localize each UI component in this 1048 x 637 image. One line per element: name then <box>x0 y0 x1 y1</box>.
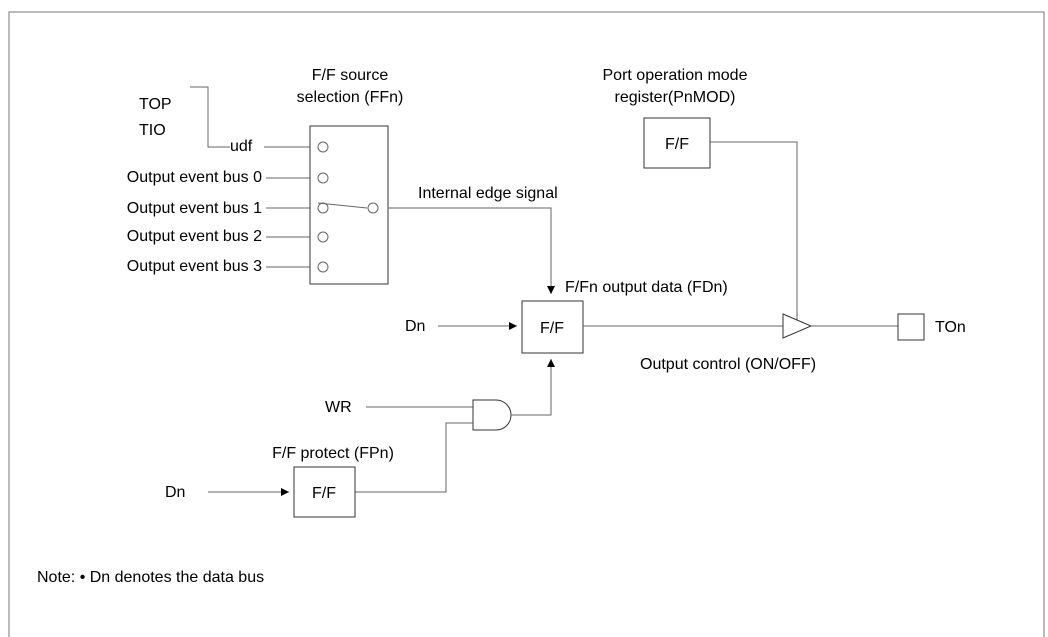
note-text: Note: • Dn denotes the data bus <box>37 569 264 586</box>
dn-protect-label: Dn <box>165 484 185 501</box>
udf-label: udf <box>230 138 253 155</box>
output-event-bus-2-label: Output event bus 2 <box>127 228 262 245</box>
wr-label: WR <box>325 399 352 416</box>
selector-terminal-bus-0 <box>317 172 329 184</box>
output-control-label: Output control (ON/OFF) <box>640 356 816 373</box>
top-label: TOP <box>139 96 172 113</box>
ton-pin <box>897 313 925 341</box>
selector-terminal-bus-2 <box>317 231 329 243</box>
port-mode-title-line2: register(PnMOD) <box>615 89 736 106</box>
port-mode-control-line <box>710 141 798 326</box>
ff-source-selector-box <box>309 125 389 285</box>
selector-terminal-bus-3 <box>317 261 329 273</box>
port-mode-ff-block <box>643 117 711 169</box>
dn-main-label: Dn <box>405 318 425 335</box>
ff-protect-label: F/F protect (FPn) <box>272 445 394 462</box>
output-event-bus-0-label: Output event bus 0 <box>127 169 262 186</box>
protect-ff-label: F/F <box>312 485 336 502</box>
selector-terminal-bus-1 <box>317 202 329 214</box>
main-ff-label: F/F <box>540 320 564 337</box>
ton-label: TOn <box>935 319 966 336</box>
protect-ff-block <box>293 466 356 518</box>
outer-frame <box>8 11 1045 637</box>
selector-terminal-udf <box>317 141 329 153</box>
tio-label: TIO <box>139 122 166 139</box>
ff-source-title-line1: F/F source <box>312 67 389 84</box>
output-event-bus-3-label: Output event bus 3 <box>127 258 262 275</box>
output-buffer <box>782 313 813 339</box>
internal-edge-signal-line <box>388 207 555 294</box>
main-ff-block <box>521 300 584 354</box>
output-event-bus-1-label: Output event bus 1 <box>127 200 262 217</box>
selector-switch-arm <box>317 202 368 209</box>
selector-common-terminal <box>367 202 379 214</box>
ff-source-title-line2: selection (FFn) <box>297 89 404 106</box>
and-gate-output-line <box>511 359 555 416</box>
and-gate <box>472 399 512 431</box>
ff-output-data-label: F/Fn output data (FDn) <box>565 279 728 296</box>
top-tio-bracket <box>190 86 230 148</box>
internal-edge-signal-label: Internal edge signal <box>418 185 558 202</box>
port-mode-ff-label: F/F <box>665 136 689 153</box>
port-mode-title-line1: Port operation mode <box>603 67 748 84</box>
protect-to-and-line <box>355 422 473 493</box>
